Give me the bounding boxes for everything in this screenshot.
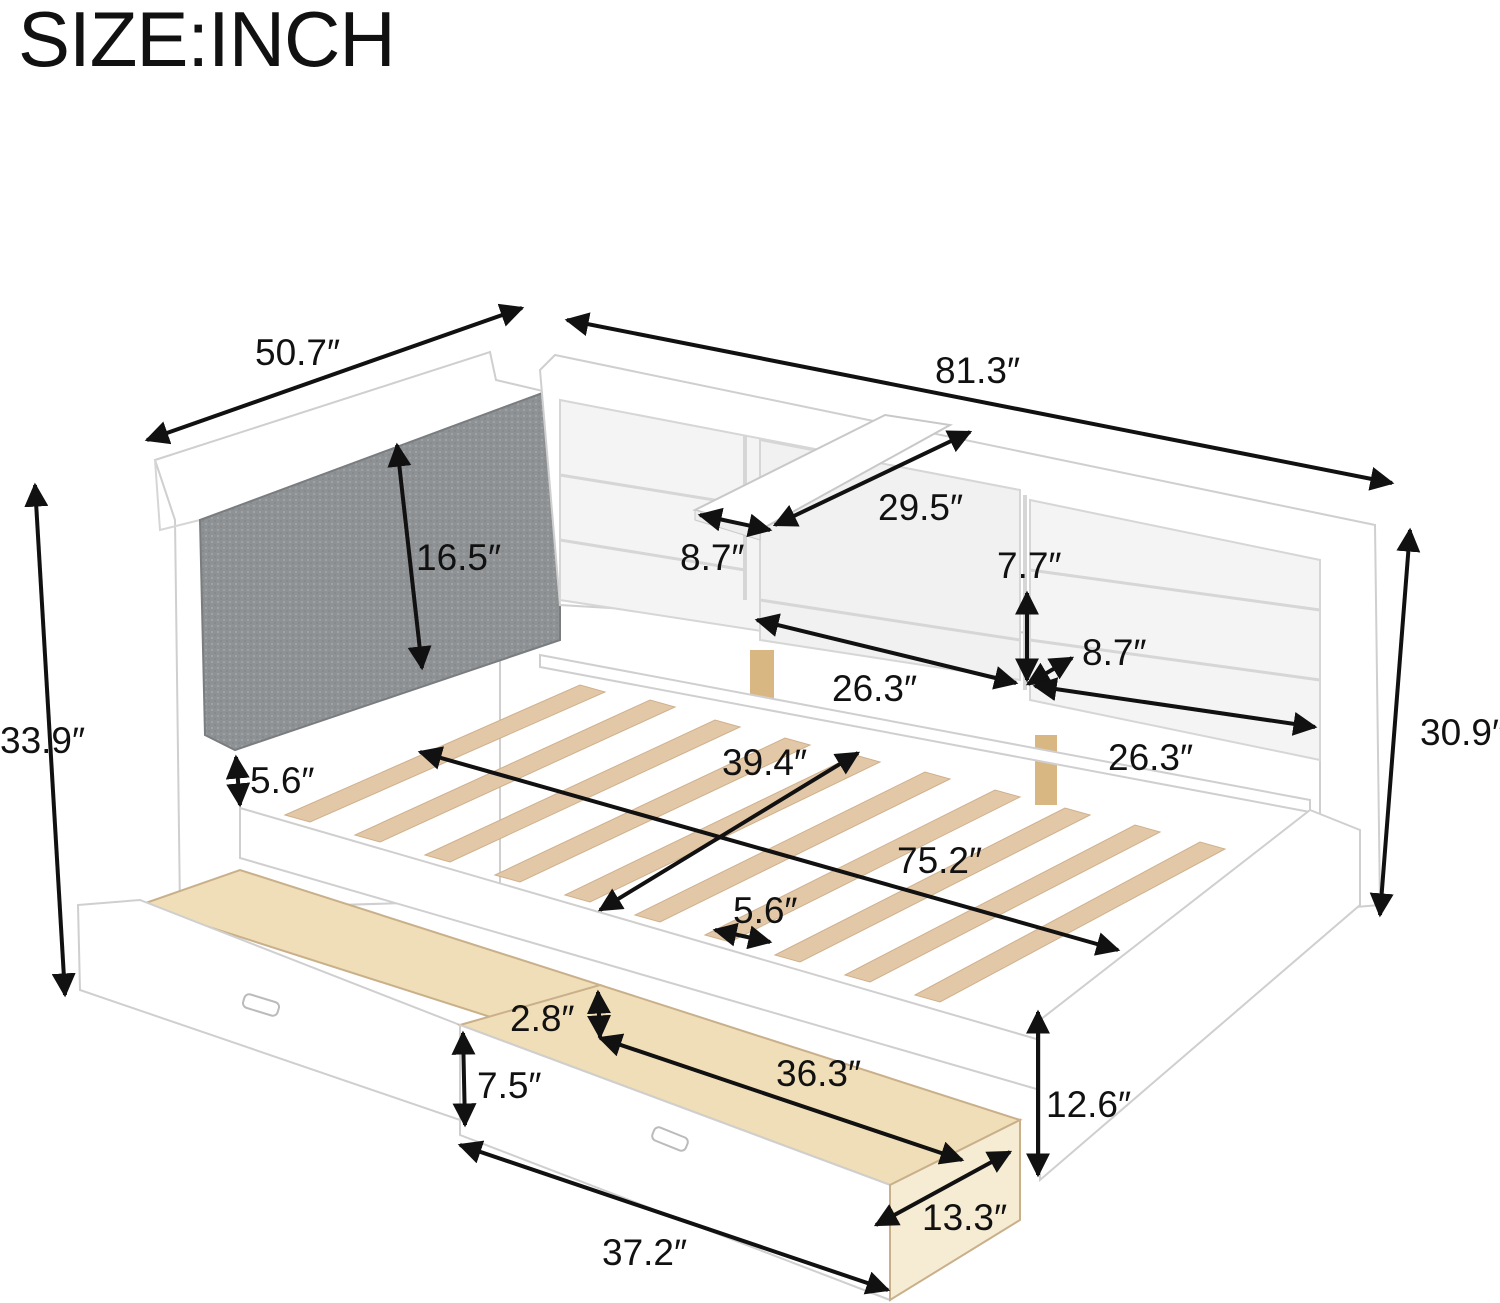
shelf-length-middle-label: 26.3″	[832, 668, 918, 709]
slat-gap-label: 5.6″	[733, 890, 798, 931]
shelf-gap-label: 7.7″	[997, 545, 1062, 586]
shelf-length-right-label: 26.3″	[1108, 737, 1194, 778]
overall-depth-arrow	[144, 303, 525, 445]
page-title: SIZE:INCH	[18, 0, 396, 83]
shelf-height-label: 30.9″	[1420, 712, 1500, 753]
overall-length-label: 81.3″	[935, 350, 1021, 391]
shelf-length-middle-arrow	[754, 613, 1019, 690]
shelf-depth-right-label: 8.7″	[1082, 632, 1147, 673]
drawer-inner-height-label: 2.8″	[510, 998, 575, 1039]
desk-length-label: 29.5″	[878, 487, 964, 528]
drawer-inner-length-arrow	[597, 1033, 965, 1165]
drawer-length-arrow	[457, 1140, 891, 1295]
drawer-height-arrow	[451, 1030, 477, 1128]
rail-gap-arrow	[225, 754, 251, 808]
overall-height-arrow	[24, 482, 76, 998]
desk-length-arrow	[772, 430, 973, 527]
drawer-depth-label: 13.3″	[922, 1197, 1008, 1238]
shelf-depth-label: 8.7″	[680, 537, 745, 578]
wooden-leg	[1035, 735, 1057, 805]
drawer-length-label: 37.2″	[602, 1232, 688, 1273]
shelf-height-arrow	[1369, 527, 1421, 918]
overall-depth-label: 50.7″	[255, 332, 341, 373]
frame-height-label: 12.6″	[1046, 1084, 1132, 1125]
drawer-inner-length-label: 36.3″	[776, 1053, 862, 1094]
overall-length-arrow	[564, 312, 1395, 491]
slat-length-label: 39.4″	[722, 742, 808, 783]
shelf-length-right-arrow	[1032, 677, 1318, 736]
overall-height-label: 33.9″	[0, 720, 86, 761]
drawer-height-label: 7.5″	[477, 1065, 542, 1106]
cushion-height-label: 16.5″	[416, 537, 502, 578]
drawer-depth-arrow	[873, 1150, 1013, 1227]
cushion-height-arrow	[387, 442, 432, 671]
slat-gap-arrow	[712, 922, 773, 950]
rail-gap-label: 5.6″	[250, 760, 315, 801]
inner-length-arrow	[417, 746, 1121, 956]
drawer-inner-height-arrow	[586, 989, 612, 1040]
inner-length-label: 75.2″	[897, 840, 983, 881]
shelf-depth-arrow	[697, 507, 773, 538]
